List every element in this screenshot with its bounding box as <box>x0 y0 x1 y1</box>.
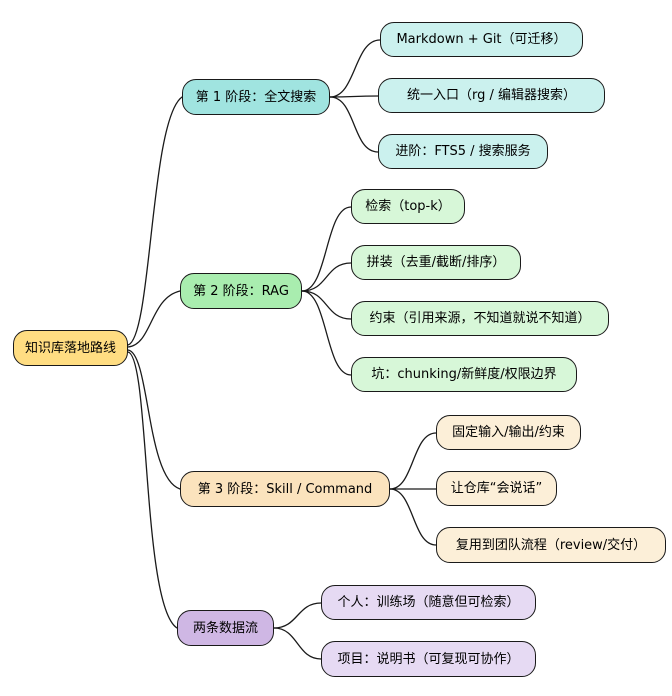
connector-stage1-child1 <box>329 39 381 98</box>
connector-root-stage3 <box>127 349 181 490</box>
node-repo-speaks[interactable]: 让仓库“会说话” <box>436 471 557 506</box>
connector-root-stage2 <box>127 290 181 348</box>
node-root[interactable]: 知识库落地路线 <box>13 330 128 366</box>
connector-stage3-child1 <box>389 432 437 490</box>
node-constraints-citation[interactable]: 约束（引用来源，不知道就说不知道） <box>351 301 609 336</box>
connector-root-stage1 <box>127 96 183 346</box>
connector-stage1-child2 <box>329 95 379 98</box>
connector-stage2-child3 <box>301 290 352 320</box>
node-markdown-git[interactable]: Markdown + Git（可迁移） <box>380 22 583 57</box>
connector-stage1-child3 <box>329 96 379 153</box>
connector-root-streams <box>127 351 178 629</box>
node-personal-training-ground[interactable]: 个人：训练场（随意但可检索） <box>321 585 536 620</box>
node-project-manual[interactable]: 项目：说明书（可复现可协作） <box>321 641 536 677</box>
node-assembly[interactable]: 拼装（去重/截断/排序） <box>351 245 521 280</box>
node-fixed-io-constraints[interactable]: 固定输入/输出/约束 <box>436 415 581 450</box>
connector-stage3-child3 <box>389 488 437 546</box>
node-stage2-rag[interactable]: 第 2 阶段：RAG <box>180 273 302 309</box>
node-team-workflow-reuse[interactable]: 复用到团队流程（review/交付） <box>436 527 666 563</box>
node-pitfalls-chunking[interactable]: 坑：chunking/新鲜度/权限边界 <box>351 357 577 392</box>
connector-stage2-child2 <box>301 262 352 292</box>
connector-streams-child2 <box>273 627 322 660</box>
connector-stage2-child4 <box>301 290 352 376</box>
connector-stage2-child1 <box>301 206 352 292</box>
node-retrieval-topk[interactable]: 检索（top-k） <box>351 189 465 224</box>
node-stage3-skill-command[interactable]: 第 3 阶段：Skill / Command <box>180 471 390 507</box>
node-two-data-streams[interactable]: 两条数据流 <box>177 610 274 646</box>
connector-streams-child1 <box>273 602 322 629</box>
node-stage1-fulltext-search[interactable]: 第 1 阶段：全文搜索 <box>182 79 330 115</box>
node-fts5-search-service[interactable]: 进阶：FTS5 / 搜索服务 <box>378 134 548 169</box>
node-unified-entry[interactable]: 统一入口（rg / 编辑器搜索） <box>378 78 605 113</box>
